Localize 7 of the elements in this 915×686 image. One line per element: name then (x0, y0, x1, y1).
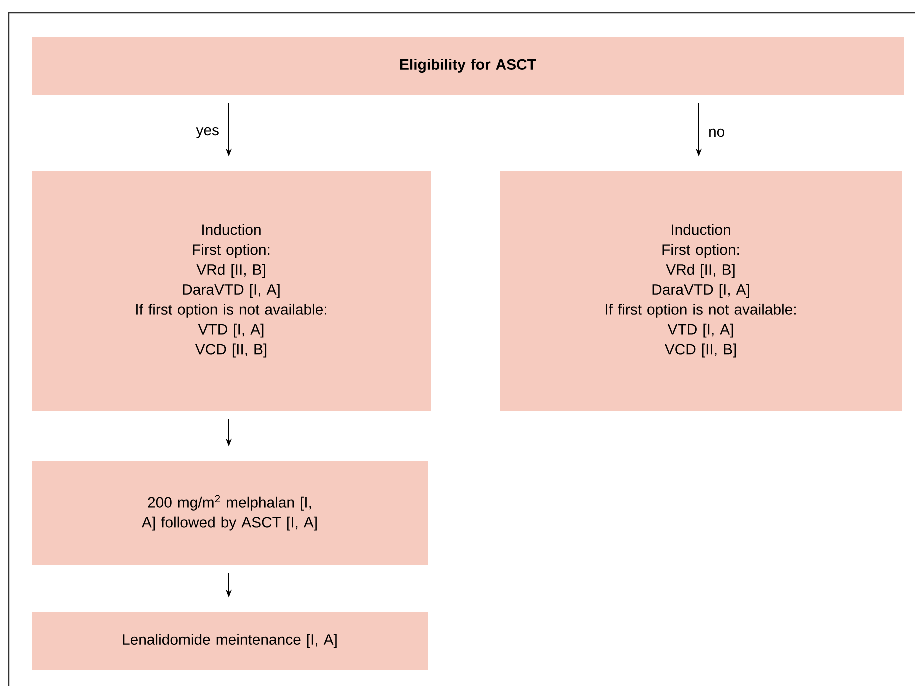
flow-box: Induction First option: VRd [II, B] DaraVTD [I, A] If first option is not available: VTD [I, A] VCD [II, B] (32, 171, 431, 411)
flow-box: Induction First option: VRd [II, B] DaraVTD [I, A] If first option is not available: VTD [I, A] VCD [II, B] (500, 171, 902, 411)
flow-box: Lenalidomide meintenance [I, A] (32, 612, 428, 670)
flow-box: 200 mg/m$^{2}$ melphalan [I, A] followed by ASCT [I, A] (32, 461, 428, 565)
flow-box: Eligibility for ASCT (32, 37, 904, 95)
edge-label: no (710, 128, 725, 138)
edge-label: yes (196, 127, 219, 139)
